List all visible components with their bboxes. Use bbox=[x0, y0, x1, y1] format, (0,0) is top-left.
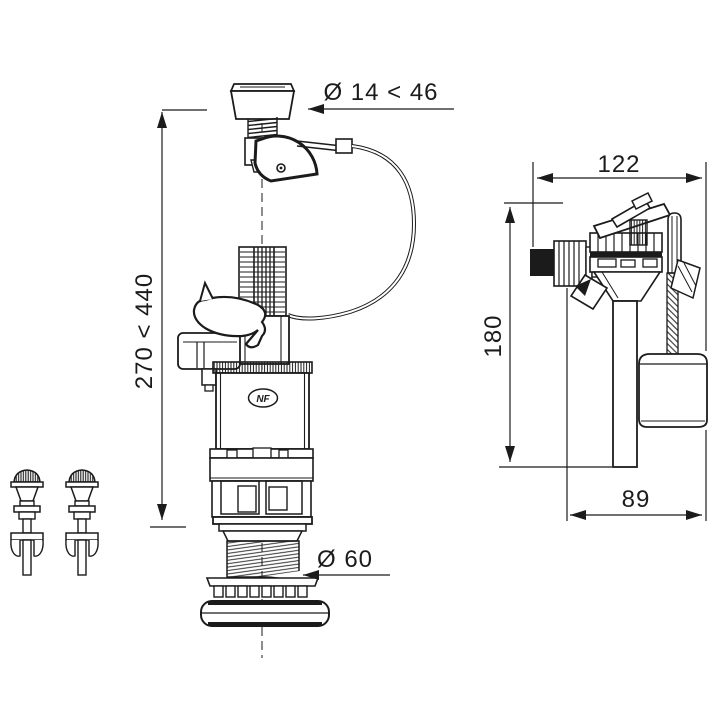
dim-float-depth: 89 bbox=[566, 288, 707, 521]
inlet-nut bbox=[553, 240, 599, 287]
fixing-bolt-2 bbox=[65, 469, 99, 576]
flush-lever bbox=[192, 280, 267, 349]
dim-fill-width: 122 bbox=[532, 151, 707, 351]
fill-tube bbox=[612, 300, 638, 468]
push-button bbox=[229, 83, 296, 120]
fill-valve-drawing bbox=[530, 191, 708, 468]
dim-width-label: 122 bbox=[597, 151, 640, 178]
fixing-bolts bbox=[10, 469, 99, 576]
dim-fill-height: 180 bbox=[480, 202, 612, 468]
outlet-flange bbox=[212, 516, 313, 542]
dimensions: Ø 14 < 46 270 < 440 Ø 60 122 bbox=[131, 79, 707, 580]
lever-horn bbox=[199, 280, 214, 302]
body-lid bbox=[212, 361, 313, 374]
valve-head bbox=[589, 232, 663, 273]
toothed-ring bbox=[205, 577, 320, 598]
dim-height-label: 270 < 440 bbox=[131, 273, 158, 389]
float bbox=[638, 353, 708, 428]
dim-button-diameter: Ø 14 < 46 bbox=[308, 79, 454, 114]
flush-valve-drawing: NF bbox=[177, 83, 417, 658]
cable-clamp bbox=[335, 138, 353, 154]
cam-pivot bbox=[276, 163, 286, 173]
valve-funnel bbox=[569, 271, 662, 311]
spring bbox=[247, 117, 278, 139]
dim-overall-height: 270 < 440 bbox=[131, 109, 207, 528]
dim-float-label: 89 bbox=[622, 486, 651, 513]
cam-mechanism bbox=[244, 134, 353, 183]
adjuster-screw bbox=[629, 219, 648, 246]
base-seal bbox=[200, 600, 330, 627]
cable bbox=[287, 144, 417, 321]
skirt-window-right bbox=[265, 480, 303, 515]
dim-outlet-diameter: Ø 60 bbox=[303, 546, 390, 580]
dim-outlet-label: Ø 60 bbox=[317, 546, 373, 573]
inlet-thread bbox=[530, 249, 554, 276]
float-rod bbox=[666, 212, 682, 355]
skirt-window-left bbox=[220, 480, 260, 515]
fixing-bolt-1 bbox=[10, 469, 44, 576]
outlet-thread bbox=[226, 540, 303, 580]
dim-fill-height-label: 180 bbox=[480, 314, 507, 357]
valve-body: NF bbox=[212, 361, 313, 450]
nf-logo bbox=[247, 388, 279, 408]
overflow-flap bbox=[569, 273, 609, 311]
valve-skirt bbox=[209, 447, 314, 518]
valve-paddle bbox=[670, 259, 701, 300]
nf-logo-text: NF bbox=[256, 394, 270, 405]
dim-button-label: Ø 14 < 46 bbox=[323, 79, 438, 106]
